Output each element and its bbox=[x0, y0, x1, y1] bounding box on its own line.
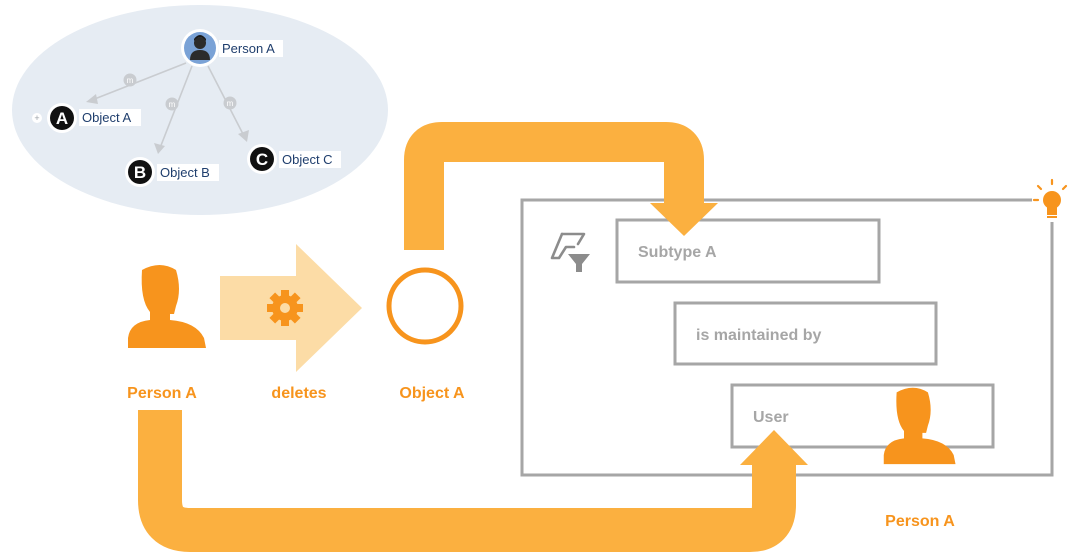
svg-text:m: m bbox=[169, 100, 176, 109]
person-avatar-icon bbox=[190, 35, 210, 60]
object-node-a[interactable]: + A Object A bbox=[32, 103, 141, 133]
resolved-person: Person A bbox=[883, 387, 956, 530]
svg-text:m: m bbox=[227, 99, 234, 108]
person-icon bbox=[128, 265, 206, 348]
person-node[interactable]: Person A bbox=[181, 29, 283, 67]
rule-row-relation-label: is maintained by bbox=[696, 327, 821, 344]
arrow-object-to-subtype bbox=[404, 122, 718, 250]
rule-row-relation bbox=[673, 301, 938, 366]
edge-badge-1: m bbox=[123, 73, 137, 87]
object-node-label: Object B bbox=[160, 165, 210, 180]
edge-badge-2: m bbox=[165, 97, 179, 111]
rule-row-subtype bbox=[615, 218, 881, 284]
gear-icon bbox=[267, 290, 303, 326]
mini-graph: m m m Person A + A bbox=[12, 5, 388, 215]
object-node-label: Object A bbox=[82, 110, 131, 125]
rule-row-user-label: User bbox=[753, 409, 789, 426]
node-letter: C bbox=[256, 150, 268, 169]
object-label: Object A bbox=[399, 385, 465, 402]
edge-badge-3: m bbox=[223, 96, 237, 110]
person-icon bbox=[883, 387, 956, 465]
svg-text:+: + bbox=[34, 113, 39, 123]
svg-text:m: m bbox=[127, 76, 134, 85]
expand-plus-icon[interactable] bbox=[32, 113, 42, 123]
node-letter: A bbox=[56, 109, 68, 128]
object-node-c[interactable]: C Object C bbox=[247, 144, 341, 174]
resolved-person-label: Person A bbox=[885, 513, 955, 530]
actor-person: Person A bbox=[127, 265, 206, 402]
object-ring: Object A bbox=[386, 267, 465, 402]
node-letter: B bbox=[134, 163, 146, 182]
mini-graph-arrowheads bbox=[86, 94, 249, 154]
lightbulb-icon bbox=[1032, 178, 1068, 222]
action-deletes: deletes bbox=[220, 244, 362, 402]
arrow-actor-to-user bbox=[138, 410, 808, 552]
rule-panel: Subtype A is maintained by User bbox=[520, 178, 1068, 477]
actor-label: Person A bbox=[127, 385, 197, 402]
person-node-label: Person A bbox=[222, 41, 275, 56]
object-node-b[interactable]: B Object B bbox=[125, 157, 219, 187]
object-node-label: Object C bbox=[282, 152, 333, 167]
filter-icon bbox=[550, 232, 590, 272]
action-label: deletes bbox=[271, 385, 326, 402]
rule-row-subtype-label: Subtype A bbox=[638, 244, 717, 261]
